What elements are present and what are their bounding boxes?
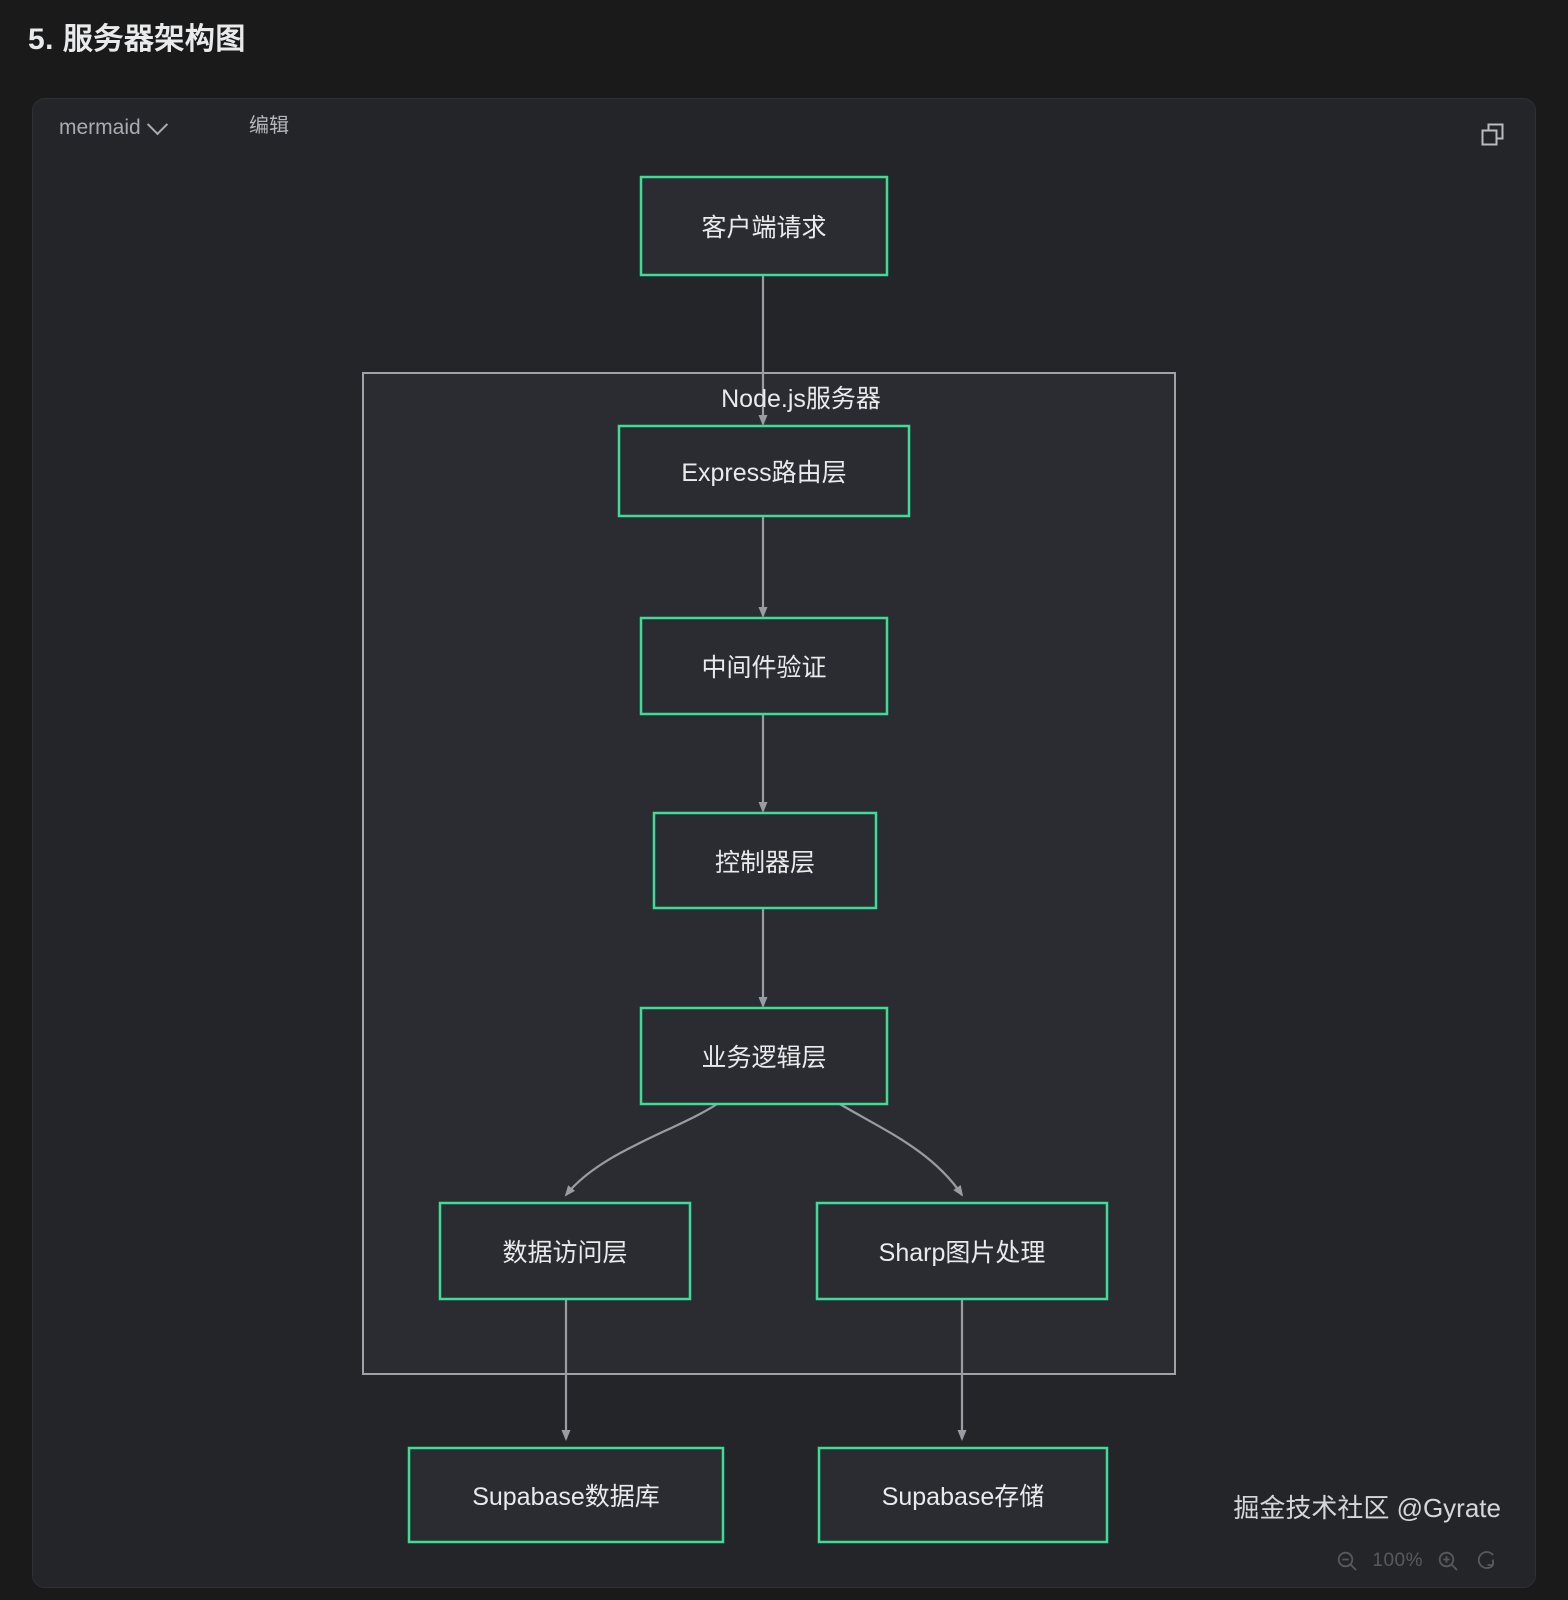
language-selector[interactable]: mermaid: [55, 114, 169, 140]
node-business: [639, 1006, 889, 1106]
node-db: [407, 1446, 725, 1544]
flowchart-svg: [362, 175, 1176, 1544]
node-express: [617, 424, 911, 518]
node-dataaccess: [438, 1201, 692, 1301]
edge-business-sharp: [832, 1099, 964, 1197]
node-client: [639, 175, 889, 277]
zoom-in-icon[interactable]: [1436, 1549, 1460, 1573]
page-title: 5. 服务器架构图: [28, 23, 246, 56]
mermaid-diagram[interactable]: Node.js服务器 客户端请求 Express路由层 中间件验证 控制器层 业…: [33, 99, 1535, 1587]
card-toolbar: mermaid 编辑: [33, 99, 1535, 165]
language-label: mermaid: [59, 116, 141, 139]
mermaid-code-card: mermaid 编辑: [32, 98, 1536, 1588]
edge-business-dataaccess: [564, 1099, 724, 1197]
zoom-percent-label: 100%: [1372, 1550, 1423, 1571]
subgraph-label-nodejs-server: Node.js服务器: [721, 385, 881, 413]
node-controller: [652, 811, 878, 910]
node-middleware: [639, 616, 889, 716]
zoom-out-icon[interactable]: [1335, 1549, 1359, 1573]
reset-icon[interactable]: [1473, 1549, 1497, 1573]
node-storage: [817, 1446, 1109, 1544]
copy-icon[interactable]: [1479, 121, 1507, 149]
zoom-controls[interactable]: 100%: [1335, 1549, 1497, 1573]
node-sharp: [815, 1201, 1109, 1301]
edit-button[interactable]: 编辑: [249, 115, 289, 137]
